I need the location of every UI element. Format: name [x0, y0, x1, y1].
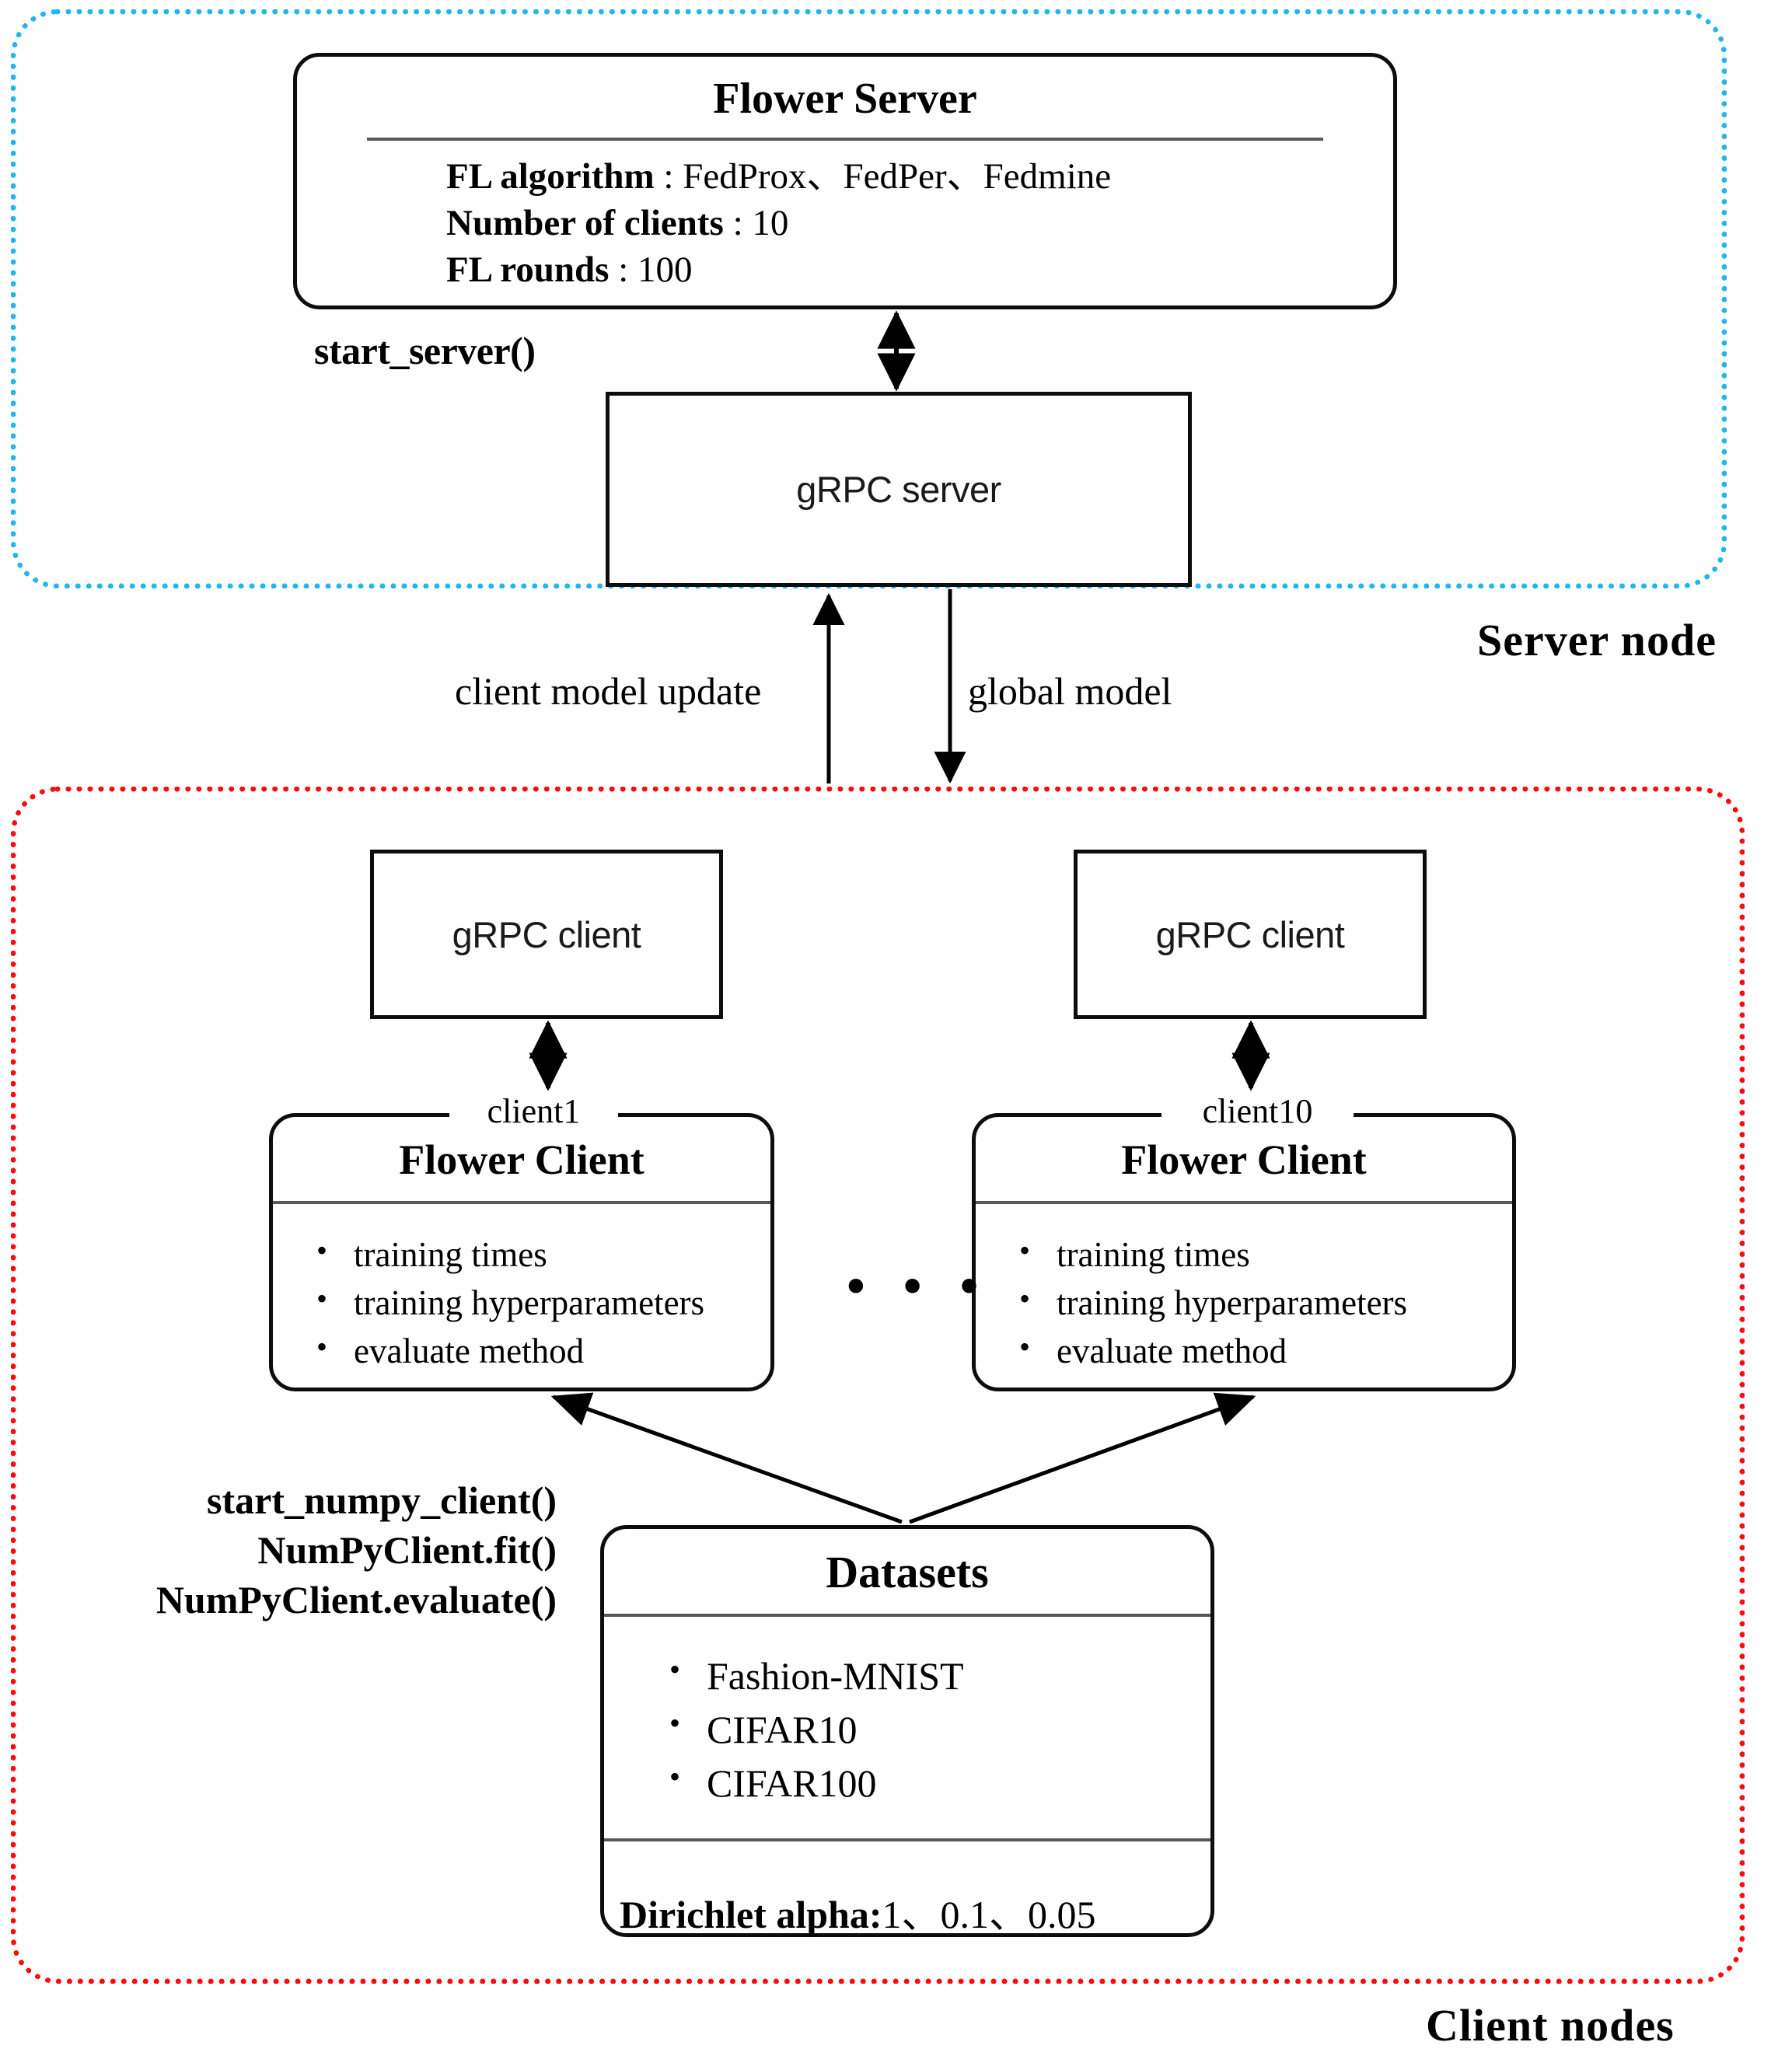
attribute-separator: :: [654, 156, 683, 197]
bullet-item: training times: [1004, 1229, 1512, 1279]
flower-client-box-1: Flower Client training times training hy…: [269, 1113, 774, 1391]
grpc-client-box-2: gRPC client: [1074, 850, 1427, 1019]
grpc-server-label: gRPC server: [796, 469, 1001, 510]
flower-client-bullets: training times training hyperparameters …: [273, 1204, 770, 1375]
datasets-separator-top: [604, 1614, 1210, 1617]
attribute-key: Number of clients: [446, 203, 724, 244]
bullet-item: training hyperparameters: [1004, 1277, 1512, 1327]
clients-ellipsis: • • •: [847, 1256, 991, 1315]
attribute-separator: :: [723, 203, 753, 244]
dirichlet-alpha-separator: :: [868, 1893, 882, 1936]
datasets-bullets: Fashion-MNIST CIFAR10 CIFAR100: [604, 1617, 1210, 1810]
grpc-server-box: gRPC server: [606, 392, 1192, 587]
dirichlet-alpha-value: 1、0.1、0.05: [882, 1893, 1096, 1936]
global-model-edge-label: global model: [968, 669, 1172, 713]
flower-client-separator: [976, 1201, 1512, 1204]
start-server-call-label: start_server(): [314, 329, 536, 372]
bullet-item: evaluate method: [301, 1325, 770, 1375]
client-tag-1: client1: [449, 1094, 618, 1129]
grpc-client-label: gRPC client: [1155, 913, 1345, 955]
datasets-separator-bottom: [604, 1838, 1210, 1841]
client-model-update-edge-label: client model update: [455, 669, 762, 713]
flower-server-attributes: FL algorithm : FedProx、FedPer、Fedmine Nu…: [297, 141, 1393, 293]
client-nodes-region: [11, 787, 1745, 1984]
bullet-item: training hyperparameters: [301, 1277, 770, 1327]
flower-client-box-2: Flower Client training times training hy…: [972, 1113, 1516, 1391]
api-call-line: NumPyClient.fit(): [257, 1528, 557, 1572]
attribute-value: FedProx、FedPer、Fedmine: [683, 156, 1112, 197]
bullet-item: CIFAR100: [654, 1755, 1210, 1810]
flower-client-title: Flower Client: [1121, 1136, 1367, 1183]
attribute-value: 10: [752, 203, 789, 244]
server-node-region-label: Server node: [1477, 615, 1717, 665]
flower-client-title: Flower Client: [399, 1136, 644, 1183]
bullet-item: Fashion-MNIST: [654, 1648, 1210, 1703]
bullet-item: CIFAR10: [654, 1702, 1210, 1757]
dirichlet-alpha-key: Dirichlet alpha: [620, 1893, 869, 1936]
flower-client-separator: [273, 1201, 770, 1204]
client-api-calls: start_numpy_client() NumPyClient.fit() N…: [145, 1475, 557, 1625]
flower-client-bullets: training times training hyperparameters …: [976, 1204, 1512, 1375]
attribute-row: Number of clients : 10: [446, 200, 1393, 246]
dirichlet-alpha-row: Dirichlet alpha:1、0.1、0.05: [604, 1841, 1210, 1939]
grpc-client-label: gRPC client: [452, 913, 641, 955]
flower-server-box: Flower Server FL algorithm : FedProx、Fed…: [293, 53, 1397, 309]
datasets-title: Datasets: [826, 1547, 989, 1597]
api-call-line: start_numpy_client(): [207, 1478, 557, 1522]
api-call-line: NumPyClient.evaluate(): [155, 1578, 557, 1621]
attribute-row: FL algorithm : FedProx、FedPer、Fedmine: [446, 153, 1393, 200]
flower-server-title: Flower Server: [713, 75, 977, 123]
bullet-item: evaluate method: [1004, 1325, 1512, 1375]
datasets-box: Datasets Fashion-MNIST CIFAR10 CIFAR100 …: [600, 1525, 1214, 1937]
attribute-key: FL algorithm: [446, 156, 655, 197]
client-nodes-region-label: Client nodes: [1426, 2000, 1675, 2051]
attribute-row: FL rounds : 100: [446, 246, 1393, 293]
attribute-key: FL rounds: [446, 250, 610, 291]
bullet-item: training times: [301, 1229, 770, 1279]
attribute-separator: :: [609, 250, 638, 291]
grpc-client-box-1: gRPC client: [370, 850, 723, 1019]
client-tag-2: client10: [1161, 1094, 1354, 1129]
attribute-value: 100: [638, 250, 693, 291]
flower-server-separator: [367, 138, 1323, 141]
